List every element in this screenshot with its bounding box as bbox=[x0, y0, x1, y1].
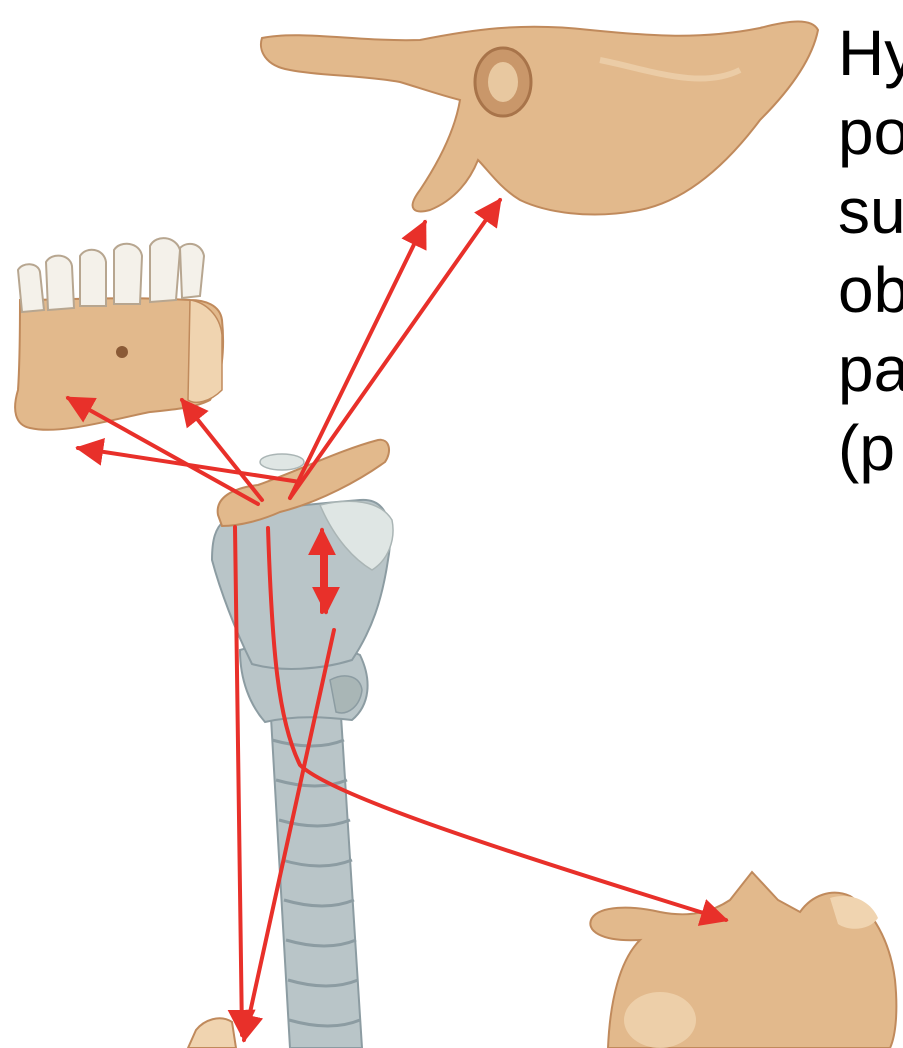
hyoid-greater-horn bbox=[260, 454, 304, 470]
temporal-bone bbox=[261, 22, 818, 215]
scapula bbox=[590, 872, 896, 1048]
caption-line-4: ob bbox=[838, 251, 903, 330]
caption-line-1: Hy bbox=[838, 14, 903, 93]
sternum-fragment bbox=[188, 1018, 236, 1048]
side-caption: Hy po su ob pa (p bbox=[838, 14, 903, 488]
trachea bbox=[270, 700, 362, 1048]
mandible-segment bbox=[15, 238, 223, 430]
caption-line-3: su bbox=[838, 172, 903, 251]
arrow-to-mastoid bbox=[290, 200, 500, 498]
caption-line-5: pa bbox=[838, 330, 903, 409]
caption-line-2: po bbox=[838, 93, 903, 172]
mental-foramen bbox=[116, 346, 128, 358]
caption-line-6: (p bbox=[838, 409, 903, 488]
